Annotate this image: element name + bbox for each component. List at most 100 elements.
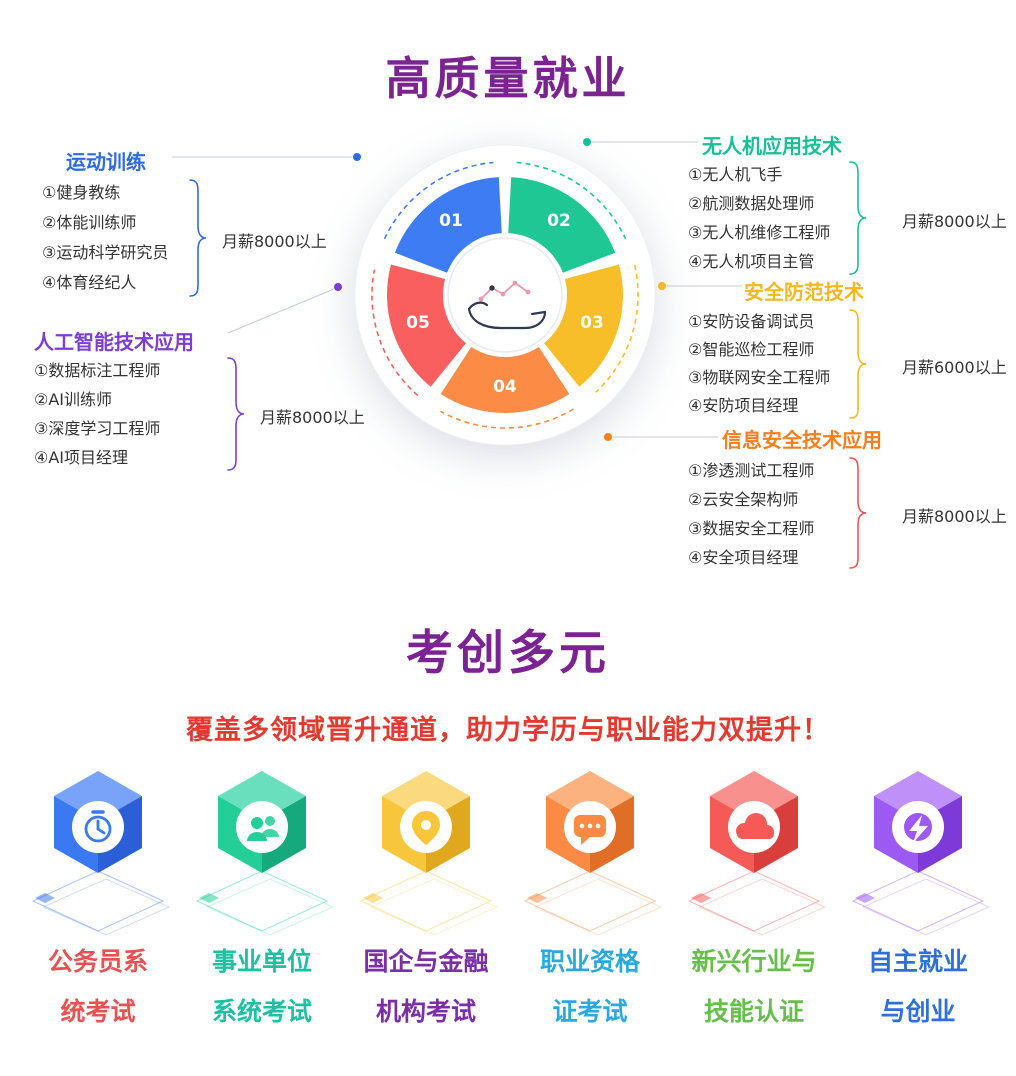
job-item: ③物联网安全工程师 — [688, 368, 831, 387]
card-label-line2: 与创业 — [880, 997, 956, 1026]
hex-block-soe-finance — [359, 771, 499, 936]
platform-diamond — [41, 878, 171, 936]
chat-bubble-icon — [574, 815, 606, 845]
job-item: ②AI训练师 — [34, 390, 113, 409]
segment-number-03: 03 — [580, 313, 604, 333]
group-title-uav: 无人机应用技术 — [702, 134, 842, 158]
group-title-infosec: 信息安全技术应用 — [722, 428, 882, 452]
group-title-ai: 人工智能技术应用 — [34, 330, 194, 354]
platform-diamond — [359, 870, 493, 932]
group-items-infosec: ①渗透测试工程师 ②云安全架构师 ③数据安全工程师 ④安全项目经理 — [688, 456, 814, 572]
card-label-line2: 系统考试 — [211, 997, 312, 1026]
platform-diamond — [195, 870, 329, 932]
hex-block-emerging-industry — [687, 771, 827, 936]
icon-circle — [236, 801, 288, 853]
connector-line-ai — [227, 288, 335, 334]
group-title-security: 安全防范技术 — [744, 280, 864, 304]
job-item: ④体育经纪人 — [42, 273, 137, 292]
segment-number-02: 02 — [547, 211, 571, 231]
platform-diamond-small — [527, 893, 547, 903]
group-items-ai: ①数据标注工程师 ②AI训练师 ③深度学习工程师 ④AI项目经理 — [34, 356, 160, 472]
brace-sports — [189, 179, 207, 297]
exam-card-civil-service: 公务员系 统考试 — [20, 765, 176, 1037]
cloud-icon — [736, 813, 774, 839]
segment-number-01: 01 — [439, 211, 463, 231]
employment-section-title: 高质量就业 — [385, 52, 631, 105]
hex-block-public-institution — [195, 771, 335, 936]
platform-diamond — [697, 878, 827, 936]
exam-card-soe-finance: 国企与金融 机构考试 — [348, 765, 504, 1037]
hex-block-civil-service — [31, 771, 171, 936]
segment-number-04: 04 — [493, 377, 517, 397]
platform-diamond — [31, 870, 165, 932]
hex-block-vocational-cert — [523, 771, 663, 936]
hand-chart-icon — [467, 280, 547, 330]
platform-diamond — [687, 870, 821, 932]
location-pin-icon — [412, 811, 440, 845]
platform-diamond — [533, 878, 663, 936]
exam-card-emerging-industry: 新兴行业与 技能认证 — [676, 765, 832, 1037]
job-item: ③运动科学研究员 — [42, 243, 169, 262]
group-items-security: ①安防设备调试员 ②智能巡检工程师 ③物联网安全工程师 ④安防项目经理 — [688, 308, 830, 420]
brace-uav — [849, 161, 867, 275]
exam-card-vocational-cert: 职业资格 证考试 — [512, 765, 668, 1037]
salary-infosec: 月薪8000以上 — [902, 507, 1007, 526]
exams-subtitle: 覆盖多领域晋升通道，助力学历与职业能力双提升！ — [186, 715, 830, 746]
segment-number-05: 05 — [406, 313, 430, 333]
card-label-line1: 职业资格 — [539, 947, 640, 976]
card-label-line2: 机构考试 — [375, 997, 476, 1026]
card-label-line2: 证考试 — [552, 997, 628, 1026]
job-item: ③深度学习工程师 — [34, 419, 161, 438]
platform-diamond-small — [363, 893, 383, 903]
donut-segment-03 — [544, 264, 623, 387]
group-title-sports: 运动训练 — [66, 150, 146, 174]
exams-section-title: 考创多元 — [406, 626, 610, 681]
job-item: ③数据安全工程师 — [688, 519, 815, 538]
platform-diamond-small — [35, 893, 55, 903]
job-item: ③无人机维修工程师 — [688, 223, 831, 242]
platform-diamond — [369, 878, 499, 936]
group-items-uav: ①无人机飞手 ②航测数据处理师 ③无人机维修工程师 ④无人机项目主管 — [688, 160, 830, 276]
hex-block-self-employment — [851, 771, 991, 936]
salary-sports: 月薪8000以上 — [222, 232, 327, 251]
card-label-line1: 公务员系 — [47, 947, 148, 976]
job-item: ①健身教练 — [42, 183, 121, 202]
exam-cards-row: 公务员系 统考试 事业单位 系统考试 — [20, 765, 996, 1037]
platform-diamond-small — [199, 893, 219, 903]
donut-segment-02 — [508, 177, 616, 273]
job-item: ④安全项目经理 — [688, 548, 799, 567]
job-item: ②智能巡检工程师 — [688, 340, 815, 359]
card-label-line1: 国企与金融 — [363, 947, 489, 976]
group-items-sports: ①健身教练 ②体能训练师 ③运动科学研究员 ④体育经纪人 — [42, 178, 168, 298]
job-item: ①渗透测试工程师 — [688, 461, 815, 480]
card-label-line1: 新兴行业与 — [691, 947, 817, 976]
donut-segment-04 — [440, 347, 570, 413]
platform-diamond-small — [855, 893, 875, 903]
exam-card-self-employment: 自主就业 与创业 — [840, 765, 996, 1037]
salary-security: 月薪6000以上 — [902, 358, 1007, 377]
job-item: ①安防设备调试员 — [688, 312, 815, 331]
card-label-line1: 自主就业 — [867, 947, 968, 976]
donut-segment-01 — [394, 177, 502, 273]
job-item: ②云安全架构师 — [688, 490, 799, 509]
job-item: ①无人机飞手 — [688, 165, 783, 184]
stopwatch-icon — [84, 810, 112, 843]
users-icon — [247, 816, 279, 841]
employment-donut-chart: 01 02 03 04 05 — [354, 144, 656, 446]
brace-security — [849, 309, 867, 419]
platform-diamond — [851, 870, 985, 932]
platform-diamond-small — [691, 893, 711, 903]
job-item: ④无人机项目主管 — [688, 252, 815, 271]
card-label-line2: 统考试 — [60, 997, 136, 1026]
job-item: ④安防项目经理 — [688, 396, 799, 415]
donut-segment-05 — [387, 264, 466, 387]
platform-diamond — [523, 870, 657, 932]
job-item: ②航测数据处理师 — [688, 194, 815, 213]
brace-infosec — [849, 457, 867, 569]
brace-ai — [227, 357, 245, 471]
card-label-line2: 技能认证 — [703, 997, 804, 1026]
job-item: ④AI项目经理 — [34, 448, 129, 467]
platform-diamond — [861, 878, 991, 936]
job-item: ②体能训练师 — [42, 213, 137, 232]
